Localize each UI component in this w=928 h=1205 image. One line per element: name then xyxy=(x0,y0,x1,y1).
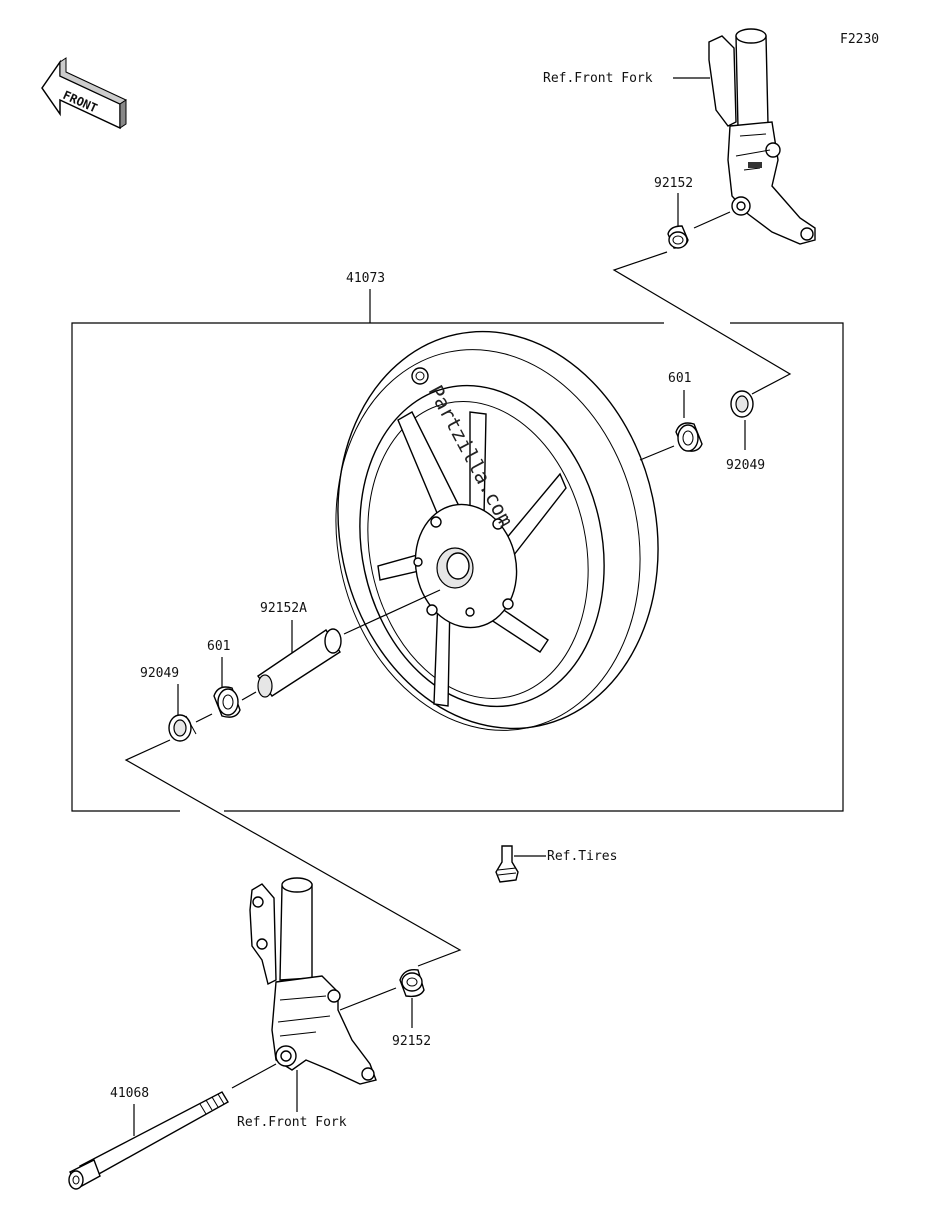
front-arrow-icon: FRONT xyxy=(41,57,128,130)
collar-upper xyxy=(667,225,689,249)
leader-collar-to-fork xyxy=(693,211,731,229)
part-label-axle: 41068 xyxy=(110,1086,149,1101)
ref-front-fork-bottom-label: Ref.Front Fork xyxy=(237,1115,347,1130)
leader-seal-left-to-bearing xyxy=(195,713,213,723)
part-label-seal-right: 92049 xyxy=(726,458,765,473)
bearing-right xyxy=(675,422,703,452)
assembly-line-right xyxy=(612,251,792,395)
leader-bearing-left-to-spacer xyxy=(241,691,257,701)
bearing-left xyxy=(213,686,241,718)
ref-tires-label: Ref.Tires xyxy=(547,849,617,864)
front-wheel xyxy=(335,330,659,731)
assembly-box-left xyxy=(71,322,664,812)
leader-spacer-to-hub xyxy=(343,589,441,635)
spacer-collar xyxy=(257,628,342,698)
seal-left xyxy=(168,714,197,742)
figure-code: F2230 xyxy=(840,32,879,47)
leader-bearing-to-hub xyxy=(639,445,675,461)
ref-front-fork-top-label: Ref.Front Fork xyxy=(543,71,653,86)
part-label-spacer-collar: 92152A xyxy=(260,601,307,616)
part-label-collar-upper: 92152 xyxy=(654,176,693,191)
part-label-wheel-assembly: 41073 xyxy=(346,271,385,286)
seal-right xyxy=(730,390,754,418)
collar-lower xyxy=(399,969,425,998)
axle xyxy=(68,1091,229,1190)
front-fork-right xyxy=(708,28,816,245)
part-label-seal-left: 92049 xyxy=(140,666,179,681)
leader-axle-to-fork xyxy=(231,1063,277,1089)
part-label-bearing-left: 601 xyxy=(207,639,230,654)
part-label-collar-lower: 92152 xyxy=(392,1034,431,1049)
tire-valve xyxy=(495,845,519,883)
leader-collar-lower-to-fork xyxy=(339,987,397,1011)
assembly-box-right xyxy=(224,322,844,812)
front-fork-left xyxy=(249,877,377,1085)
part-label-bearing-right: 601 xyxy=(668,371,691,386)
assembly-line-left xyxy=(124,739,462,967)
